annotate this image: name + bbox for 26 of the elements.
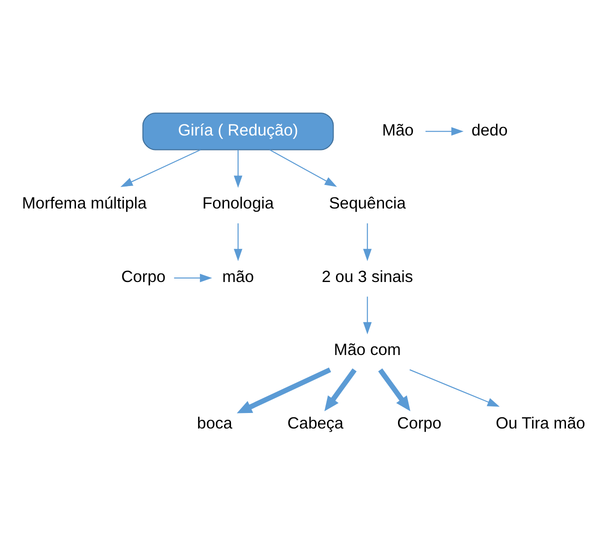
arrow <box>120 149 201 187</box>
node-text: Cabeça <box>287 414 344 432</box>
node-text: Fonologia <box>202 194 274 213</box>
arrow <box>234 223 242 262</box>
arrow <box>234 150 242 188</box>
node-text: Mão com <box>334 341 401 360</box>
node-text: 2 ou 3 sinais <box>322 268 414 286</box>
node-text: Corpo <box>397 414 442 432</box>
arrow <box>269 149 337 187</box>
node-box: Giría ( Redução) <box>142 112 334 150</box>
node-text: boca <box>197 414 232 432</box>
node-text: Ou Tira mão <box>496 414 586 432</box>
node-text: mão <box>222 268 254 286</box>
arrow <box>363 296 372 334</box>
arrow <box>425 127 464 136</box>
node-text: Morfema múltipla <box>22 194 147 213</box>
node-text: Corpo <box>121 268 166 286</box>
arrow <box>363 223 372 262</box>
node-text: dedo <box>471 121 508 140</box>
node-text: Mão <box>382 121 414 140</box>
arrow <box>174 274 212 282</box>
arrow <box>410 369 500 407</box>
node-text: Sequência <box>328 194 406 213</box>
arrow <box>324 368 357 412</box>
arrow <box>236 367 332 414</box>
arrow <box>378 368 410 412</box>
